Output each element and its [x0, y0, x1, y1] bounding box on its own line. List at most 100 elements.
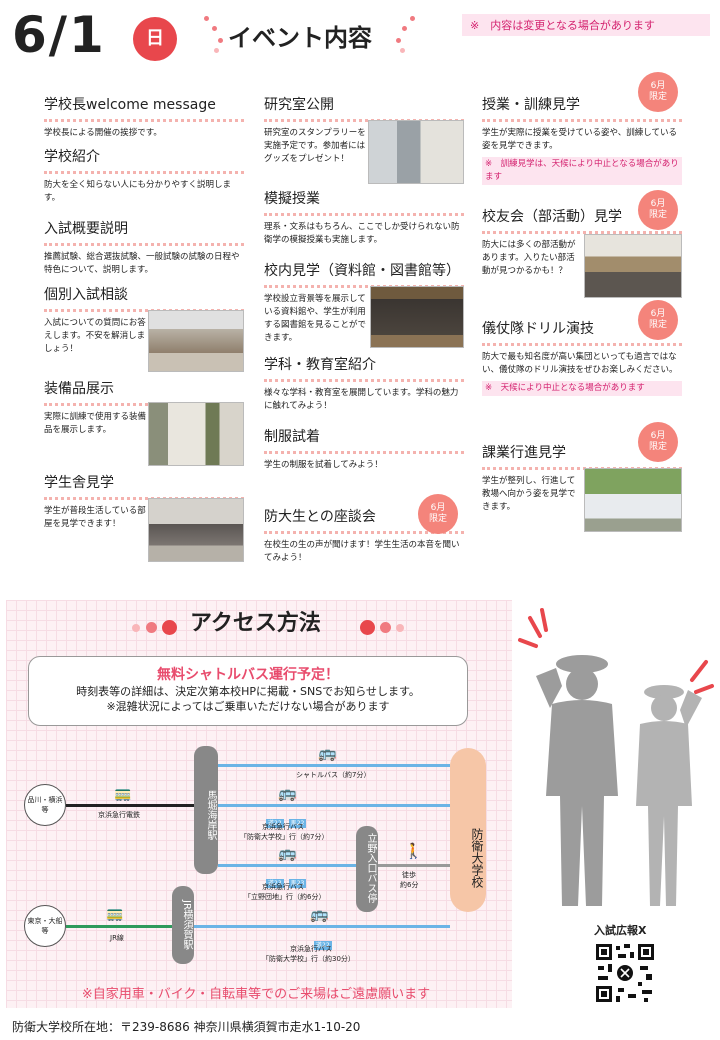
bus3-destination: 「防衛大学校」行（約30分） — [262, 955, 355, 963]
section-welcome: 学校長welcome message 学校長による開催の挨拶です。 — [44, 94, 244, 146]
title-dots-right — [392, 14, 418, 54]
keikyu-line — [66, 804, 194, 807]
section-heading: 学校長welcome message — [44, 94, 244, 122]
walk-time: 約6分 — [400, 881, 419, 889]
section-text: 学校長による開催の挨拶です。 — [44, 128, 162, 138]
bus-route-1 — [218, 804, 450, 807]
event-date: 6/1 — [12, 6, 106, 64]
female-cadet-silhouette — [636, 685, 702, 906]
section-class-training: 授業・訓練見学 学生が実際に授業を受けている姿や、訓練している姿を見学できます。… — [482, 72, 682, 206]
section-heading: 課業行進見学 — [482, 442, 682, 470]
shuttle-heading: 無料シャトルバス運行予定！ — [157, 667, 339, 683]
section-heading: 研究室公開 — [264, 94, 464, 122]
section-campus-tour: 校内見学（資料館・図書館等） 学校設立背景等を展示している資料館や、学生が利用す… — [264, 260, 464, 354]
march-photo — [584, 468, 682, 532]
weather-warning: ※ 訓練見学は、天候により中止となる場合があります — [482, 157, 682, 185]
club-photo — [584, 234, 682, 298]
section-mock-class: 模擬授業 理系・文系はもちろん、ここでしか受けられない防衛学の模擬授業も実施しま… — [264, 188, 464, 260]
bus1-destination: 「防衛大学校」行（約7分） — [240, 833, 329, 841]
section-march: 課業行進見学 学生が整列し、行進して教場へ向かう姿を見学できます。 6月限定 — [482, 422, 682, 542]
column-2: 研究室公開 研究室のスタンプラリーを実施予定です。参加者にはグッズをプレゼント！… — [264, 94, 464, 576]
section-text: 実際に訓練で使用する装備品を展示します。 — [44, 412, 147, 435]
section-text: 研究室のスタンプラリーを実施予定です。参加者にはグッズをプレゼント！ — [264, 128, 366, 164]
section-heading: 防大生との座談会 — [264, 506, 464, 534]
library-photo — [370, 286, 464, 348]
section-roundtable: 防大生との座談会 在校生の生の声が聞けます！学生生活の本音を聞いてみよう！ 6月… — [264, 494, 464, 576]
saluting-cadets-illustration — [518, 608, 714, 906]
jr-label: JR線 — [110, 934, 124, 942]
access-title: アクセス方法 — [190, 611, 321, 636]
destination-nda: 防衛大学校 — [450, 748, 486, 912]
bus2-label: 京浜急行バス — [262, 883, 304, 891]
section-lab: 研究室公開 研究室のスタンプラリーを実施予定です。参加者にはグッズをプレゼント！ — [264, 94, 464, 188]
section-heading: 授業・訓練見学 — [482, 94, 682, 122]
bus3-tag: 道22 — [314, 941, 332, 950]
school-address: 防衛大学校所在地：〒239-8686 神奈川県横須賀市走水1-10-20 — [12, 1020, 361, 1034]
section-exam-outline: 入試概要説明 推薦試験、総合選抜試験、一般試験の試験の日程や特色について、説明し… — [44, 218, 244, 284]
section-text: 様々な学科・教育室を展開しています。学科の魅力に触れてみよう！ — [264, 388, 459, 411]
consultation-photo — [148, 310, 244, 372]
section-heading: 学科・教育室紹介 — [264, 354, 464, 382]
section-text: 学生の制服を試着してみよう！ — [264, 460, 383, 470]
section-equipment: 装備品展示 実際に訓練で使用する装備品を展示します。 — [44, 378, 244, 472]
station-tachino: 立野入口バス停 — [356, 826, 378, 912]
section-heading: 制服試着 — [264, 426, 464, 454]
section-text: 理系・文系はもちろん、ここでしか受けられない防衛学の模擬授業も実施します。 — [264, 222, 460, 245]
origin-tokyo: 東京・大船等 — [24, 905, 66, 947]
male-cadet-silhouette — [536, 655, 618, 906]
section-club: 校友会（部活動）見学 防大には多くの部活動があります。入りたい部活動が見つかるか… — [482, 190, 682, 318]
section-heading: 校内見学（資料館・図書館等） — [264, 260, 464, 288]
section-honor-guard: 儀仗隊ドリル演技 防大で最も知名度が高い集団といっても過言ではない、儀仗隊のドリ… — [482, 300, 682, 442]
section-text: 学校設立背景等を展示している資料館や、学生が利用する図書館を見ることができます。 — [264, 294, 367, 343]
bus-route-3 — [194, 925, 450, 928]
walking-person-icon: 🚶 — [404, 842, 423, 860]
bus2-tags: 道23 馬23 — [266, 879, 307, 888]
bus-route-2 — [218, 864, 356, 867]
shuttle-label: シャトルバス（約7分） — [296, 771, 371, 779]
june-only-badge: 6月限定 — [638, 72, 678, 112]
section-heading: 儀仗隊ドリル演技 — [482, 318, 682, 346]
section-text: 入試についての質問にお答えします。不安を解消しましょう！ — [44, 318, 146, 354]
dorm-photo — [148, 498, 244, 562]
equipment-photo — [148, 402, 244, 466]
june-only-badge: 6月限定 — [418, 494, 458, 534]
section-heading: 装備品展示 — [44, 378, 244, 406]
bus2-destination: 「立野団地」行（約6分） — [244, 893, 326, 901]
day-badge: 日 — [133, 17, 177, 61]
bus3-label: 京浜急行バス — [290, 945, 332, 953]
shuttle-route — [218, 764, 450, 767]
lab-photo — [368, 120, 464, 184]
section-text: 推薦試験、総合選抜試験、一般試験の試験の日程や特色について、説明します。 — [44, 252, 240, 275]
train-icon: 🚃 — [114, 786, 132, 802]
title-dots-left — [200, 14, 226, 54]
section-text: 防大を全く知らない人にも分かりやすく説明します。 — [44, 180, 232, 203]
section-dorm: 学生舎見学 学生が普段生活している部屋を見学できます！ — [44, 472, 244, 568]
shuttle-caution: ※混雑状況によってはご乗車いただけない場合があります — [106, 700, 390, 713]
bus1-tags: 道22 馬22 — [266, 819, 307, 828]
section-text: 在校生の生の声が聞けます！学生生活の本音を聞いてみよう！ — [264, 540, 460, 563]
june-only-badge: 6月限定 — [638, 422, 678, 462]
section-text: 学生が整列し、行進して教場へ向かう姿を見学できます。 — [482, 476, 576, 512]
change-notice: ※ 内容は変更となる場合があります — [462, 14, 710, 36]
shuttle-bus-notice: 無料シャトルバス運行予定！ 時刻表等の詳細は、決定次第本校HPに掲載・SNSでお… — [28, 656, 468, 726]
event-section-title: イベント内容 — [228, 24, 372, 52]
sns-label: 入試広報X — [594, 924, 647, 937]
section-text: 防大で最も知名度が高い集団といっても過言ではない、儀仗隊のドリル演技をぜひお楽し… — [482, 352, 678, 375]
shuttle-text: 時刻表等の詳細は、決定次第本校HPに掲載・SNSでお知らせします。 — [76, 685, 420, 698]
walk-route — [378, 864, 450, 867]
x-qr-code[interactable] — [594, 942, 656, 1004]
station-maborikaigan: 馬堀海岸駅 — [194, 746, 218, 874]
section-heading: 校友会（部活動）見学 — [482, 206, 682, 234]
section-text: 学生が実際に授業を受けている姿や、訓練している姿を見学できます。 — [482, 128, 677, 151]
section-heading: 入試概要説明 — [44, 218, 244, 246]
bus-icon: 🚌 — [310, 905, 329, 923]
section-uniform: 制服試着 学生の制服を試着してみよう！ — [264, 426, 464, 506]
station-jr-yokosuka: JR横須賀駅 — [172, 886, 194, 964]
walk-label: 徒歩 — [402, 871, 416, 879]
keikyu-label: 京浜急行電鉄 — [98, 811, 140, 819]
section-heading: 学生舎見学 — [44, 472, 244, 500]
no-car-notice: ※自家用車・バイク・自転車等でのご来場はご遠慮願います — [81, 987, 431, 1002]
bus1-label: 京浜急行バス — [262, 823, 304, 831]
origin-shinagawa: 品川・横浜等 — [24, 784, 66, 826]
weather-warning: ※ 天候により中止となる場合があります — [482, 381, 682, 396]
